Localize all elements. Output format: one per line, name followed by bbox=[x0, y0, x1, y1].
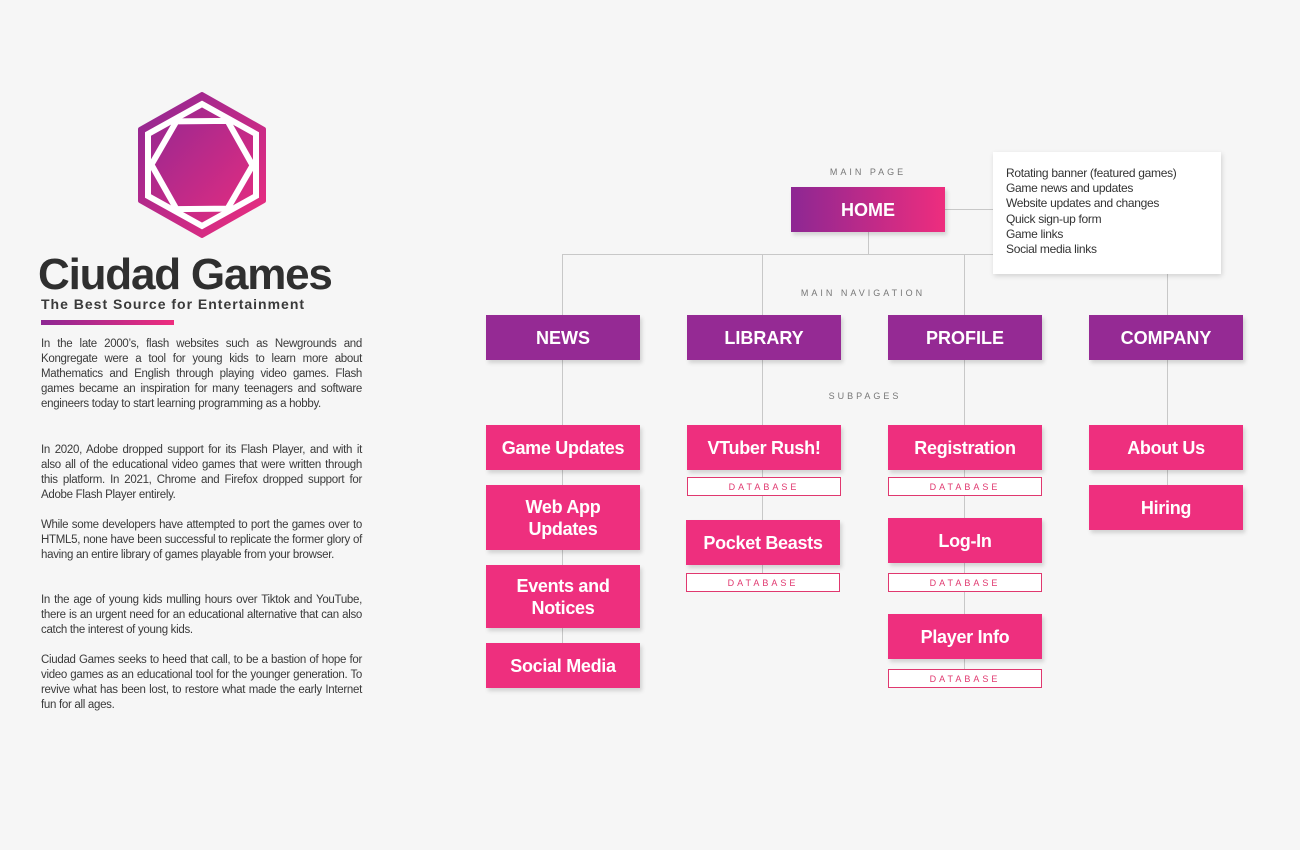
home-stem-line bbox=[868, 231, 869, 255]
subpage-about-us[interactable]: About Us bbox=[1089, 425, 1243, 470]
home-note-item: Quick sign-up form bbox=[1006, 211, 1102, 226]
subpage-registration[interactable]: Registration bbox=[888, 425, 1042, 470]
main-nav-bus-line bbox=[562, 254, 1168, 255]
main-page-label: MAIN PAGE bbox=[829, 167, 907, 177]
database-tag: DATABASE bbox=[686, 573, 840, 592]
home-note-item: Social media links bbox=[1006, 242, 1097, 257]
library-branch-line bbox=[762, 254, 763, 578]
home-note-item: Rotating banner (featured games) bbox=[1006, 166, 1177, 180]
brand-title: Ciudad Games bbox=[38, 250, 333, 299]
intro-paragraph-2: In 2020, Adobe dropped support for its F… bbox=[41, 444, 362, 501]
home-note-connector bbox=[944, 209, 994, 210]
database-tag: DATABASE bbox=[687, 477, 841, 496]
nav-node-library[interactable]: LIBRARY bbox=[687, 315, 841, 360]
database-tag: DATABASE bbox=[888, 669, 1042, 688]
home-node[interactable]: HOME bbox=[791, 187, 945, 232]
subpage-log-in[interactable]: Log-In bbox=[888, 518, 1042, 563]
nav-node-news[interactable]: NEWS bbox=[486, 315, 640, 360]
home-notes-card: Rotating banner (featured games) Game ne… bbox=[993, 152, 1221, 274]
intro-paragraph-3: While some developers have attempted to … bbox=[41, 519, 362, 561]
subpage-hiring[interactable]: Hiring bbox=[1089, 485, 1243, 530]
hexagon-ring-icon bbox=[136, 92, 268, 238]
subpage-web-app-updates[interactable]: Web App Updates bbox=[486, 485, 640, 550]
subpages-label: SUBPAGES bbox=[828, 391, 902, 401]
main-navigation-label: MAIN NAVIGATION bbox=[800, 288, 926, 298]
nav-node-company[interactable]: COMPANY bbox=[1089, 315, 1243, 360]
home-note-item: Website updates and changes bbox=[1006, 196, 1160, 211]
brand-divider bbox=[41, 320, 174, 325]
intro-paragraph-1: In the late 2000’s, flash websites such … bbox=[41, 338, 362, 410]
subpage-social-media[interactable]: Social Media bbox=[486, 643, 640, 688]
company-branch-line bbox=[1167, 274, 1168, 504]
intro-paragraph-5: Ciudad Games seeks to heed that call, to… bbox=[41, 654, 362, 711]
nav-node-profile[interactable]: PROFILE bbox=[888, 315, 1042, 360]
subpage-pocket-beasts[interactable]: Pocket Beasts bbox=[686, 520, 840, 565]
database-tag: DATABASE bbox=[888, 573, 1042, 592]
subpage-player-info[interactable]: Player Info bbox=[888, 614, 1042, 659]
subpage-events-and-notices[interactable]: Events and Notices bbox=[486, 565, 640, 628]
subpage-game-updates[interactable]: Game Updates bbox=[486, 425, 640, 470]
intro-paragraph-4: In the age of young kids mulling hours o… bbox=[41, 594, 362, 636]
home-note-item: Game news and updates bbox=[1006, 181, 1134, 196]
subpage-vtuber-rush[interactable]: VTuber Rush! bbox=[687, 425, 841, 470]
home-note-item: Game links bbox=[1006, 226, 1064, 241]
database-tag: DATABASE bbox=[888, 477, 1042, 496]
brand-tagline: The Best Source for Entertainment bbox=[41, 296, 306, 312]
